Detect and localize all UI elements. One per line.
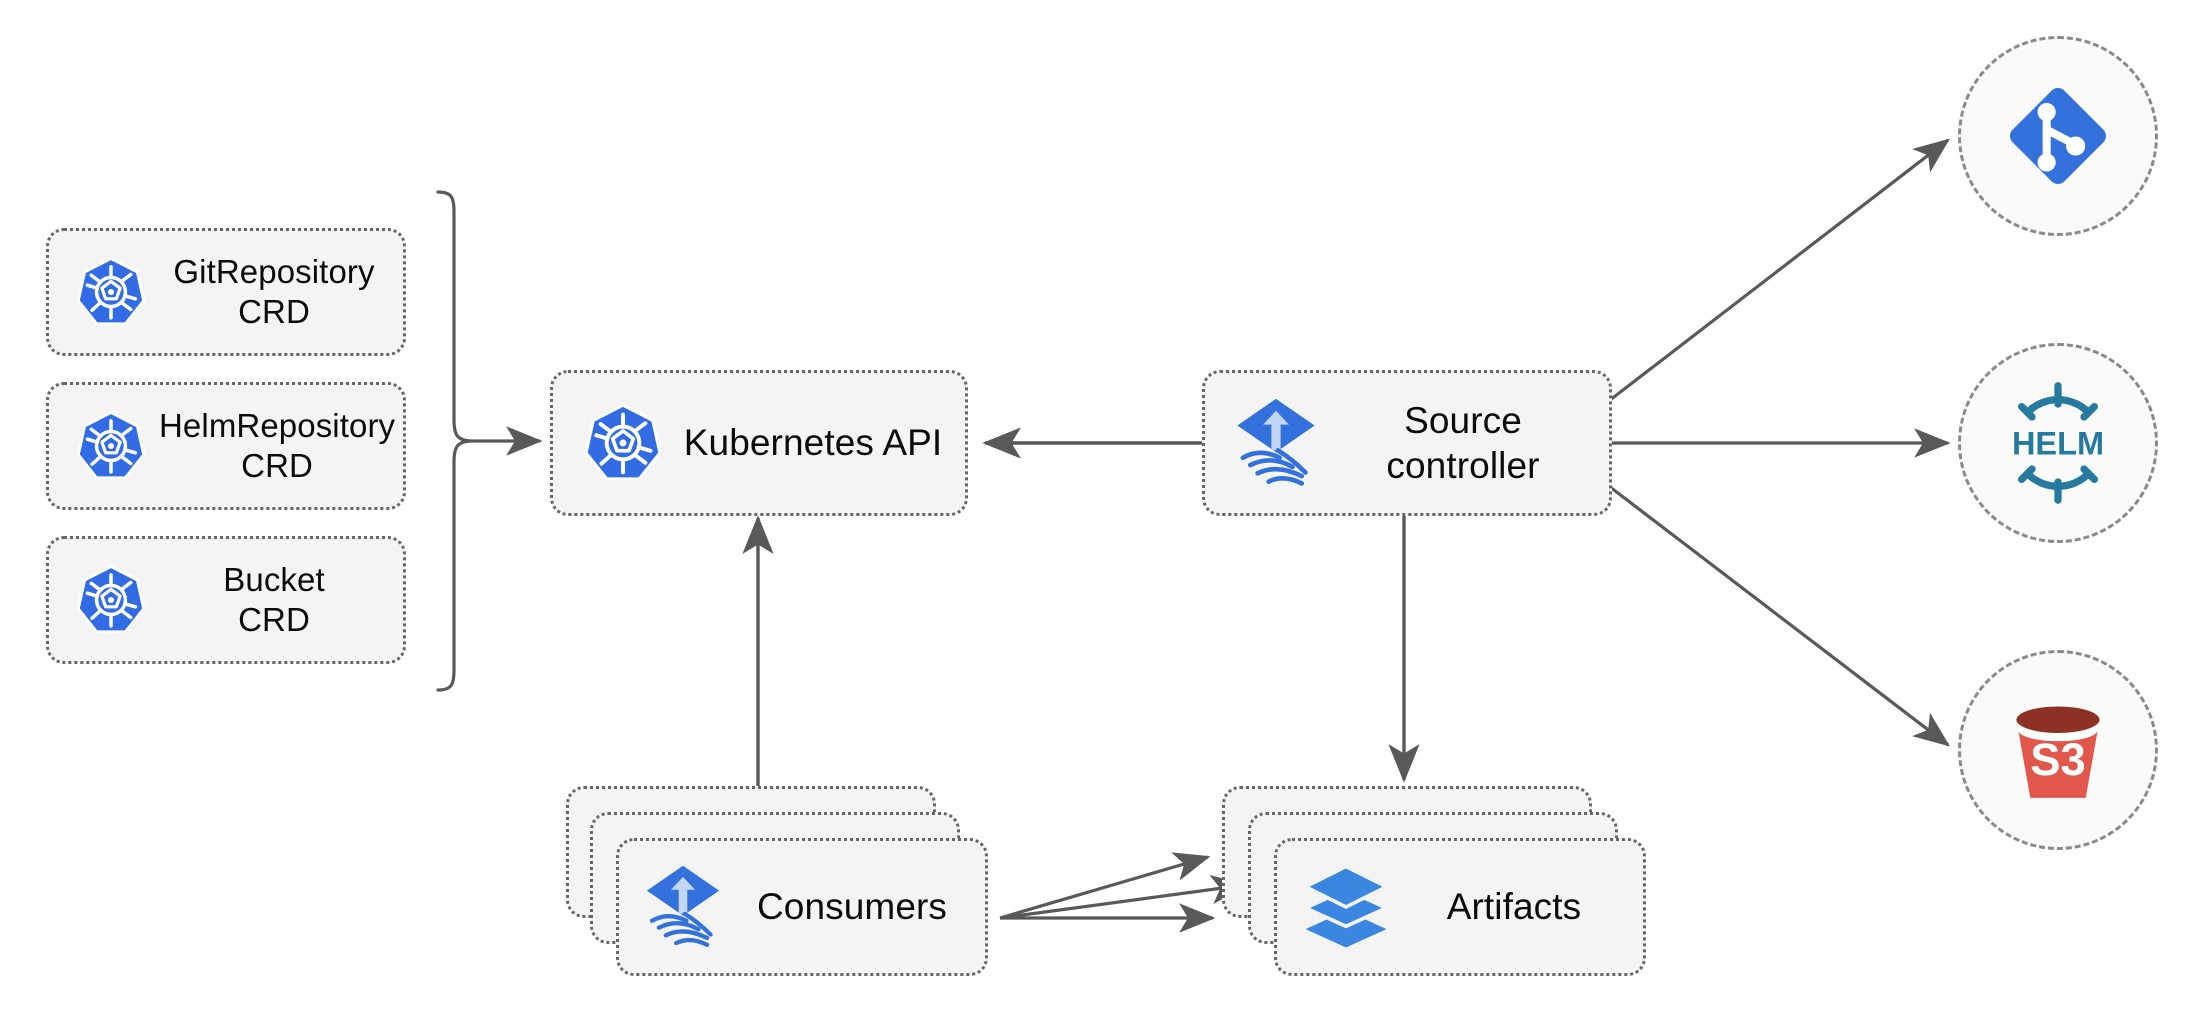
layers-icon	[1293, 861, 1399, 953]
node-consumers[interactable]: Consumers	[616, 838, 988, 976]
node-helm-endpoint[interactable]: HELM	[1958, 343, 2158, 543]
helm-label: HELM	[2012, 426, 2104, 462]
edge-source-controller-to-s3	[1609, 485, 1951, 747]
node-label: Source controller	[1386, 399, 1540, 486]
node-label: GitRepository CRD	[173, 252, 375, 330]
node-git-repository-crd[interactable]: GitRepository CRD	[46, 228, 406, 356]
kubernetes-icon	[63, 254, 159, 330]
node-kubernetes-api[interactable]: Kubernetes API	[550, 370, 968, 516]
node-source-controller[interactable]: Source controller	[1202, 370, 1612, 516]
node-bucket-crd[interactable]: Bucket CRD	[46, 536, 406, 664]
git-icon	[1995, 73, 2121, 199]
flux-source-icon	[633, 862, 733, 952]
node-label: Bucket CRD	[223, 560, 325, 638]
node-label: HelmRepository CRD	[159, 406, 396, 484]
kubernetes-icon	[63, 562, 159, 638]
edge-consumers-to-artifacts-3	[999, 852, 1211, 920]
kubernetes-icon	[571, 400, 675, 486]
s3-icon: S3	[1995, 687, 2121, 813]
node-git-endpoint[interactable]	[1958, 36, 2158, 236]
helm-icon: HELM	[1993, 378, 2123, 508]
edge-consumers-to-artifacts-2	[999, 874, 1248, 920]
node-label: Artifacts	[1446, 886, 1582, 928]
node-s3-endpoint[interactable]: S3	[1958, 650, 2158, 850]
edge-source-controller-to-git	[1609, 138, 1951, 402]
s3-label: S3	[2030, 734, 2085, 785]
node-label: Kubernetes API	[683, 422, 943, 464]
node-helm-repository-crd[interactable]: HelmRepository CRD	[46, 382, 406, 510]
node-artifacts[interactable]: Artifacts	[1274, 838, 1646, 976]
node-label: Consumers	[756, 886, 948, 928]
kubernetes-icon	[63, 408, 159, 484]
crd-group-brace	[436, 190, 471, 692]
flux-source-icon	[1221, 395, 1331, 491]
